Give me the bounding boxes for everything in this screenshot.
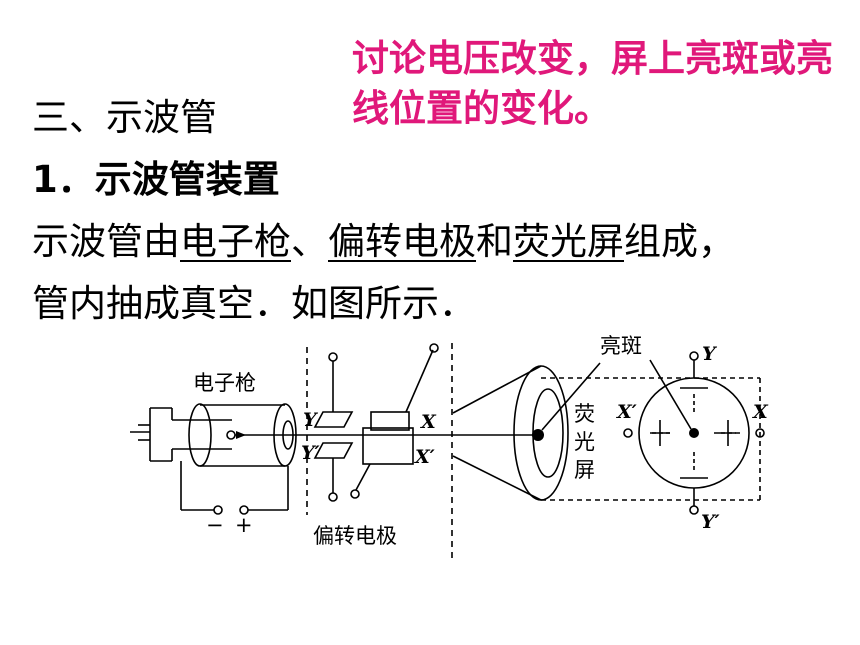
description-line-1: 示波管由电子枪、偏转电极和荧光屏组成， [32,217,735,267]
screen-y-label: Y [702,343,718,365]
minus-terminal-label: − [206,513,224,537]
screen-label-2: 光 [574,430,595,454]
x-deflection-plates [350,343,439,499]
screen-label-3: 屏 [574,458,595,482]
spot-pointer-1 [541,362,601,431]
gun-terminals [180,461,289,515]
cathode-leads [130,407,232,462]
plate-x-label: X [420,411,437,433]
gun-label: 电子枪 [193,371,256,395]
section-heading: 三、示波管 [32,96,217,139]
term-fluorescent-screen: 荧光屏 [513,220,624,263]
y-deflection-plates [313,352,354,502]
plate-xp-label: X′ [414,446,435,468]
spot-label: 亮斑 [600,334,642,358]
tube-funnel [452,365,569,501]
screen-x-label: X [752,401,769,423]
desc-sep2: 和 [476,220,513,263]
desc-sep1: 、 [291,220,328,263]
projection-guides [541,377,761,501]
beam-arrow [236,431,246,439]
discussion-note: 讨论电压改变，屏上亮斑或亮线位置的变化。 [352,37,833,130]
sub-heading: 1．示波管装置 [32,158,280,201]
spot-on-screen [689,428,699,438]
screen-yp-label: Y′ [701,511,720,533]
desc-prefix: 示波管由 [32,220,180,263]
screen-front-view [623,351,765,515]
plate-yp-label: Y′ [301,442,320,464]
term-deflection-electrodes: 偏转电极 [328,220,476,263]
term-electron-gun: 电子枪 [180,220,291,263]
spot-pointer-2 [649,359,692,430]
plus-terminal-label: + [235,513,253,537]
screen-xp-label: X′ [616,401,637,423]
description-line-2: 管内抽成真空．如图所示． [32,282,476,325]
screen-label-1: 荧 [574,402,595,426]
deflector-label: 偏转电极 [313,524,397,548]
spot-on-tube [532,429,544,441]
plate-y-label: Y [303,409,319,431]
desc-suffix: 组成， [624,220,735,263]
